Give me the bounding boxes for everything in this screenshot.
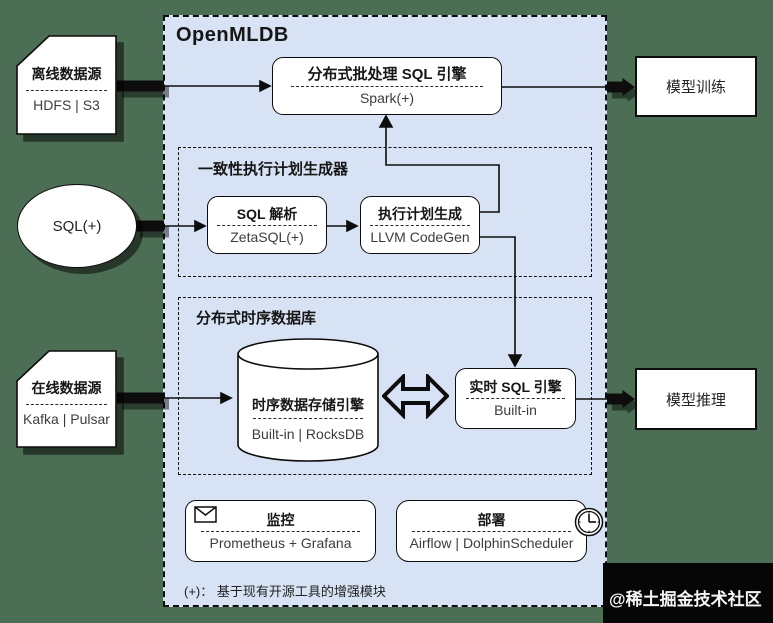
model-training-node: 模型训练 (635, 56, 757, 117)
realtime-sql-engine-tech: Built-in (494, 402, 537, 418)
sql-parse-title: SQL 解析 (236, 205, 298, 222)
batch-sql-engine-node: 分布式批处理 SQL 引擎 Spark(+) (272, 57, 502, 115)
storage-group (178, 297, 592, 475)
offline-source-shape: 离线数据源 HDFS | S3 (16, 35, 117, 135)
planner-group (178, 147, 592, 277)
panel-title: OpenMLDB (176, 24, 289, 46)
dashed-divider (291, 86, 483, 87)
footnote: (+)： 基于现有开源工具的增强模块 (184, 584, 386, 599)
online-source-shape: 在线数据源 Kafka | Pulsar (16, 350, 117, 448)
monitoring-tech: Prometheus + Grafana (209, 534, 352, 551)
storage-engine-tech: Built-in | RocksDB (251, 426, 365, 442)
document-shape-icon (16, 35, 117, 135)
watermark-text: @稀土掘金技术社区 (609, 590, 762, 609)
offline-source-title: 离线数据源 (31, 65, 102, 82)
storage-engine-title: 时序数据存储引擎 (252, 397, 364, 413)
dashed-divider (465, 398, 566, 399)
dashed-divider (26, 89, 107, 91)
envelope-icon (194, 506, 217, 523)
watermark-badge: @稀土掘金技术社区 (603, 563, 773, 623)
dashed-divider (412, 530, 571, 532)
cylinder-shape-icon (237, 338, 379, 462)
storage-group-title: 分布式时序数据库 (196, 310, 317, 327)
clock-icon (574, 507, 604, 537)
deployment-title: 部署 (477, 511, 506, 528)
planner-group-title: 一致性执行计划生成器 (198, 161, 349, 178)
storage-engine-cylinder: 时序数据存储引擎 Built-in | RocksDB (237, 337, 379, 463)
model-training-label: 模型训练 (665, 79, 726, 96)
model-inference-node: 模型推理 (635, 368, 757, 430)
sql-parse-node: SQL 解析 ZetaSQL(+) (207, 196, 327, 254)
document-shape-icon (16, 350, 117, 448)
dashed-divider (370, 224, 470, 226)
dashed-divider (253, 418, 363, 419)
realtime-sql-engine-title: 实时 SQL 引擎 (469, 379, 562, 395)
deployment-node: 部署 Airflow | DolphinScheduler (396, 500, 604, 562)
bidirectional-arrow-icon (382, 374, 449, 419)
offline-source-tech: HDFS | S3 (33, 96, 100, 113)
plan-generation-title: 执行计划生成 (378, 205, 462, 222)
dashed-divider (26, 403, 107, 405)
plan-generation-node: 执行计划生成 LLVM CodeGen (360, 196, 480, 254)
online-source-tech: Kafka | Pulsar (23, 410, 110, 427)
sql-parse-tech: ZetaSQL(+) (230, 228, 304, 245)
dashed-divider (201, 530, 360, 532)
batch-sql-engine-tech: Spark(+) (359, 90, 415, 106)
plan-generation-tech: LLVM CodeGen (370, 228, 470, 245)
deployment-tech: Airflow | DolphinScheduler (409, 534, 574, 551)
sql-input-label: SQL(+) (52, 217, 102, 235)
sql-input-shape: SQL(+) (17, 184, 137, 268)
online-source-title: 在线数据源 (31, 379, 102, 396)
realtime-sql-engine-node: 实时 SQL 引擎 Built-in (455, 368, 576, 429)
monitoring-title: 监控 (266, 511, 295, 528)
dashed-divider (217, 224, 317, 226)
batch-sql-engine-title: 分布式批处理 SQL 引擎 (307, 66, 467, 83)
monitoring-node: 监控 Prometheus + Grafana (185, 500, 376, 562)
model-inference-label: 模型推理 (665, 391, 726, 409)
